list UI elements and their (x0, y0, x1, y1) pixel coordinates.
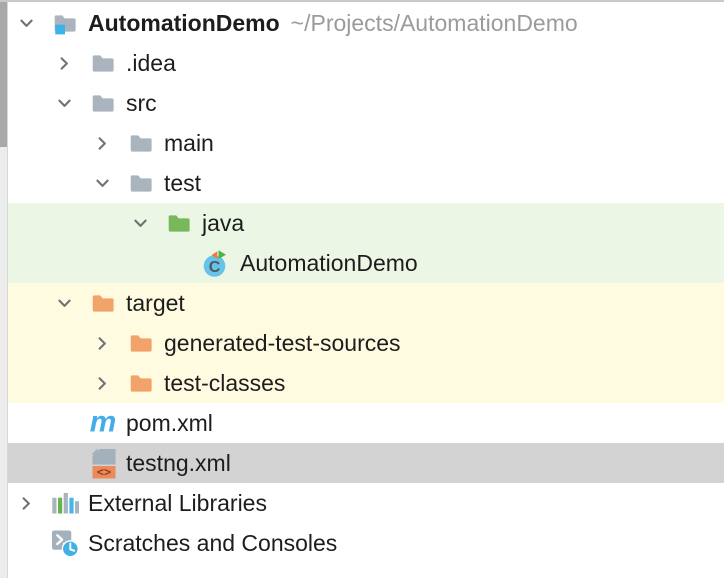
tree-item-external-libraries[interactable]: External Libraries (7, 483, 724, 523)
scrollbar-thumb[interactable] (0, 2, 7, 147)
node-label: test-classes (164, 370, 286, 396)
chevron-spacer (165, 250, 191, 276)
folder-icon (127, 128, 155, 158)
node-label: main (164, 130, 214, 156)
xml-file-icon: <> (89, 448, 117, 479)
tree-item-target[interactable]: target (7, 283, 724, 323)
external-libraries-icon (51, 488, 79, 518)
left-scrollbar[interactable] (0, 2, 8, 578)
tree-item-src[interactable]: src (7, 83, 724, 123)
tree-item-testng-xml[interactable]: <> testng.xml (7, 443, 724, 483)
node-label: AutomationDemo (88, 10, 280, 36)
node-label: test (164, 170, 202, 196)
folder-icon (89, 48, 117, 78)
project-path: ~/Projects/AutomationDemo (290, 9, 578, 36)
test-folder-icon (165, 208, 193, 238)
chevron-down-icon[interactable] (127, 210, 153, 236)
tree-item-generated-test-sources[interactable]: generated-test-sources (7, 323, 724, 363)
folder-icon (89, 88, 117, 118)
chevron-spacer (51, 410, 77, 436)
project-folder-icon (51, 8, 79, 38)
chevron-down-icon[interactable] (51, 90, 77, 116)
excluded-folder-icon (89, 288, 117, 318)
project-tree: AutomationDemo ~/Projects/AutomationDemo… (7, 3, 724, 563)
panel-top-border (0, 0, 724, 2)
maven-icon: m (89, 407, 117, 438)
chevron-down-icon[interactable] (89, 170, 115, 196)
tree-item-test[interactable]: test (7, 163, 724, 203)
node-label: pom.xml (126, 410, 213, 436)
svg-text:m: m (90, 407, 117, 438)
excluded-folder-icon (127, 328, 155, 358)
node-label: Scratches and Consoles (88, 530, 338, 556)
tree-item-idea[interactable]: .idea (7, 43, 724, 83)
tree-item-pom-xml[interactable]: m pom.xml (7, 403, 724, 443)
node-label: target (126, 290, 185, 316)
tree-item-automationdemo[interactable]: AutomationDemo ~/Projects/AutomationDemo (7, 3, 724, 43)
folder-icon (127, 168, 155, 198)
node-label: src (126, 90, 157, 116)
svg-text:<>: <> (96, 465, 110, 479)
excluded-folder-icon (127, 368, 155, 398)
chevron-right-icon[interactable] (13, 490, 39, 516)
chevron-spacer (13, 530, 39, 556)
scratches-icon (51, 528, 79, 558)
chevron-spacer (51, 450, 77, 476)
svg-text:C: C (209, 259, 221, 276)
chevron-down-icon[interactable] (13, 10, 39, 36)
node-label: testng.xml (126, 450, 231, 476)
chevron-down-icon[interactable] (51, 290, 77, 316)
tree-item-main[interactable]: main (7, 123, 724, 163)
node-label: generated-test-sources (164, 330, 401, 356)
chevron-right-icon[interactable] (89, 130, 115, 156)
node-label: .idea (126, 50, 176, 76)
test-class-icon: C (203, 248, 231, 278)
node-label: External Libraries (88, 490, 267, 516)
chevron-right-icon[interactable] (51, 50, 77, 76)
chevron-right-icon[interactable] (89, 370, 115, 396)
chevron-right-icon[interactable] (89, 330, 115, 356)
node-label: AutomationDemo (240, 250, 418, 276)
tree-item-test-classes[interactable]: test-classes (7, 363, 724, 403)
node-label: java (202, 210, 245, 236)
tree-item-automationdemo[interactable]: C AutomationDemo (7, 243, 724, 283)
tree-item-scratches-and-consoles[interactable]: Scratches and Consoles (7, 523, 724, 563)
tree-item-java[interactable]: java (7, 203, 724, 243)
